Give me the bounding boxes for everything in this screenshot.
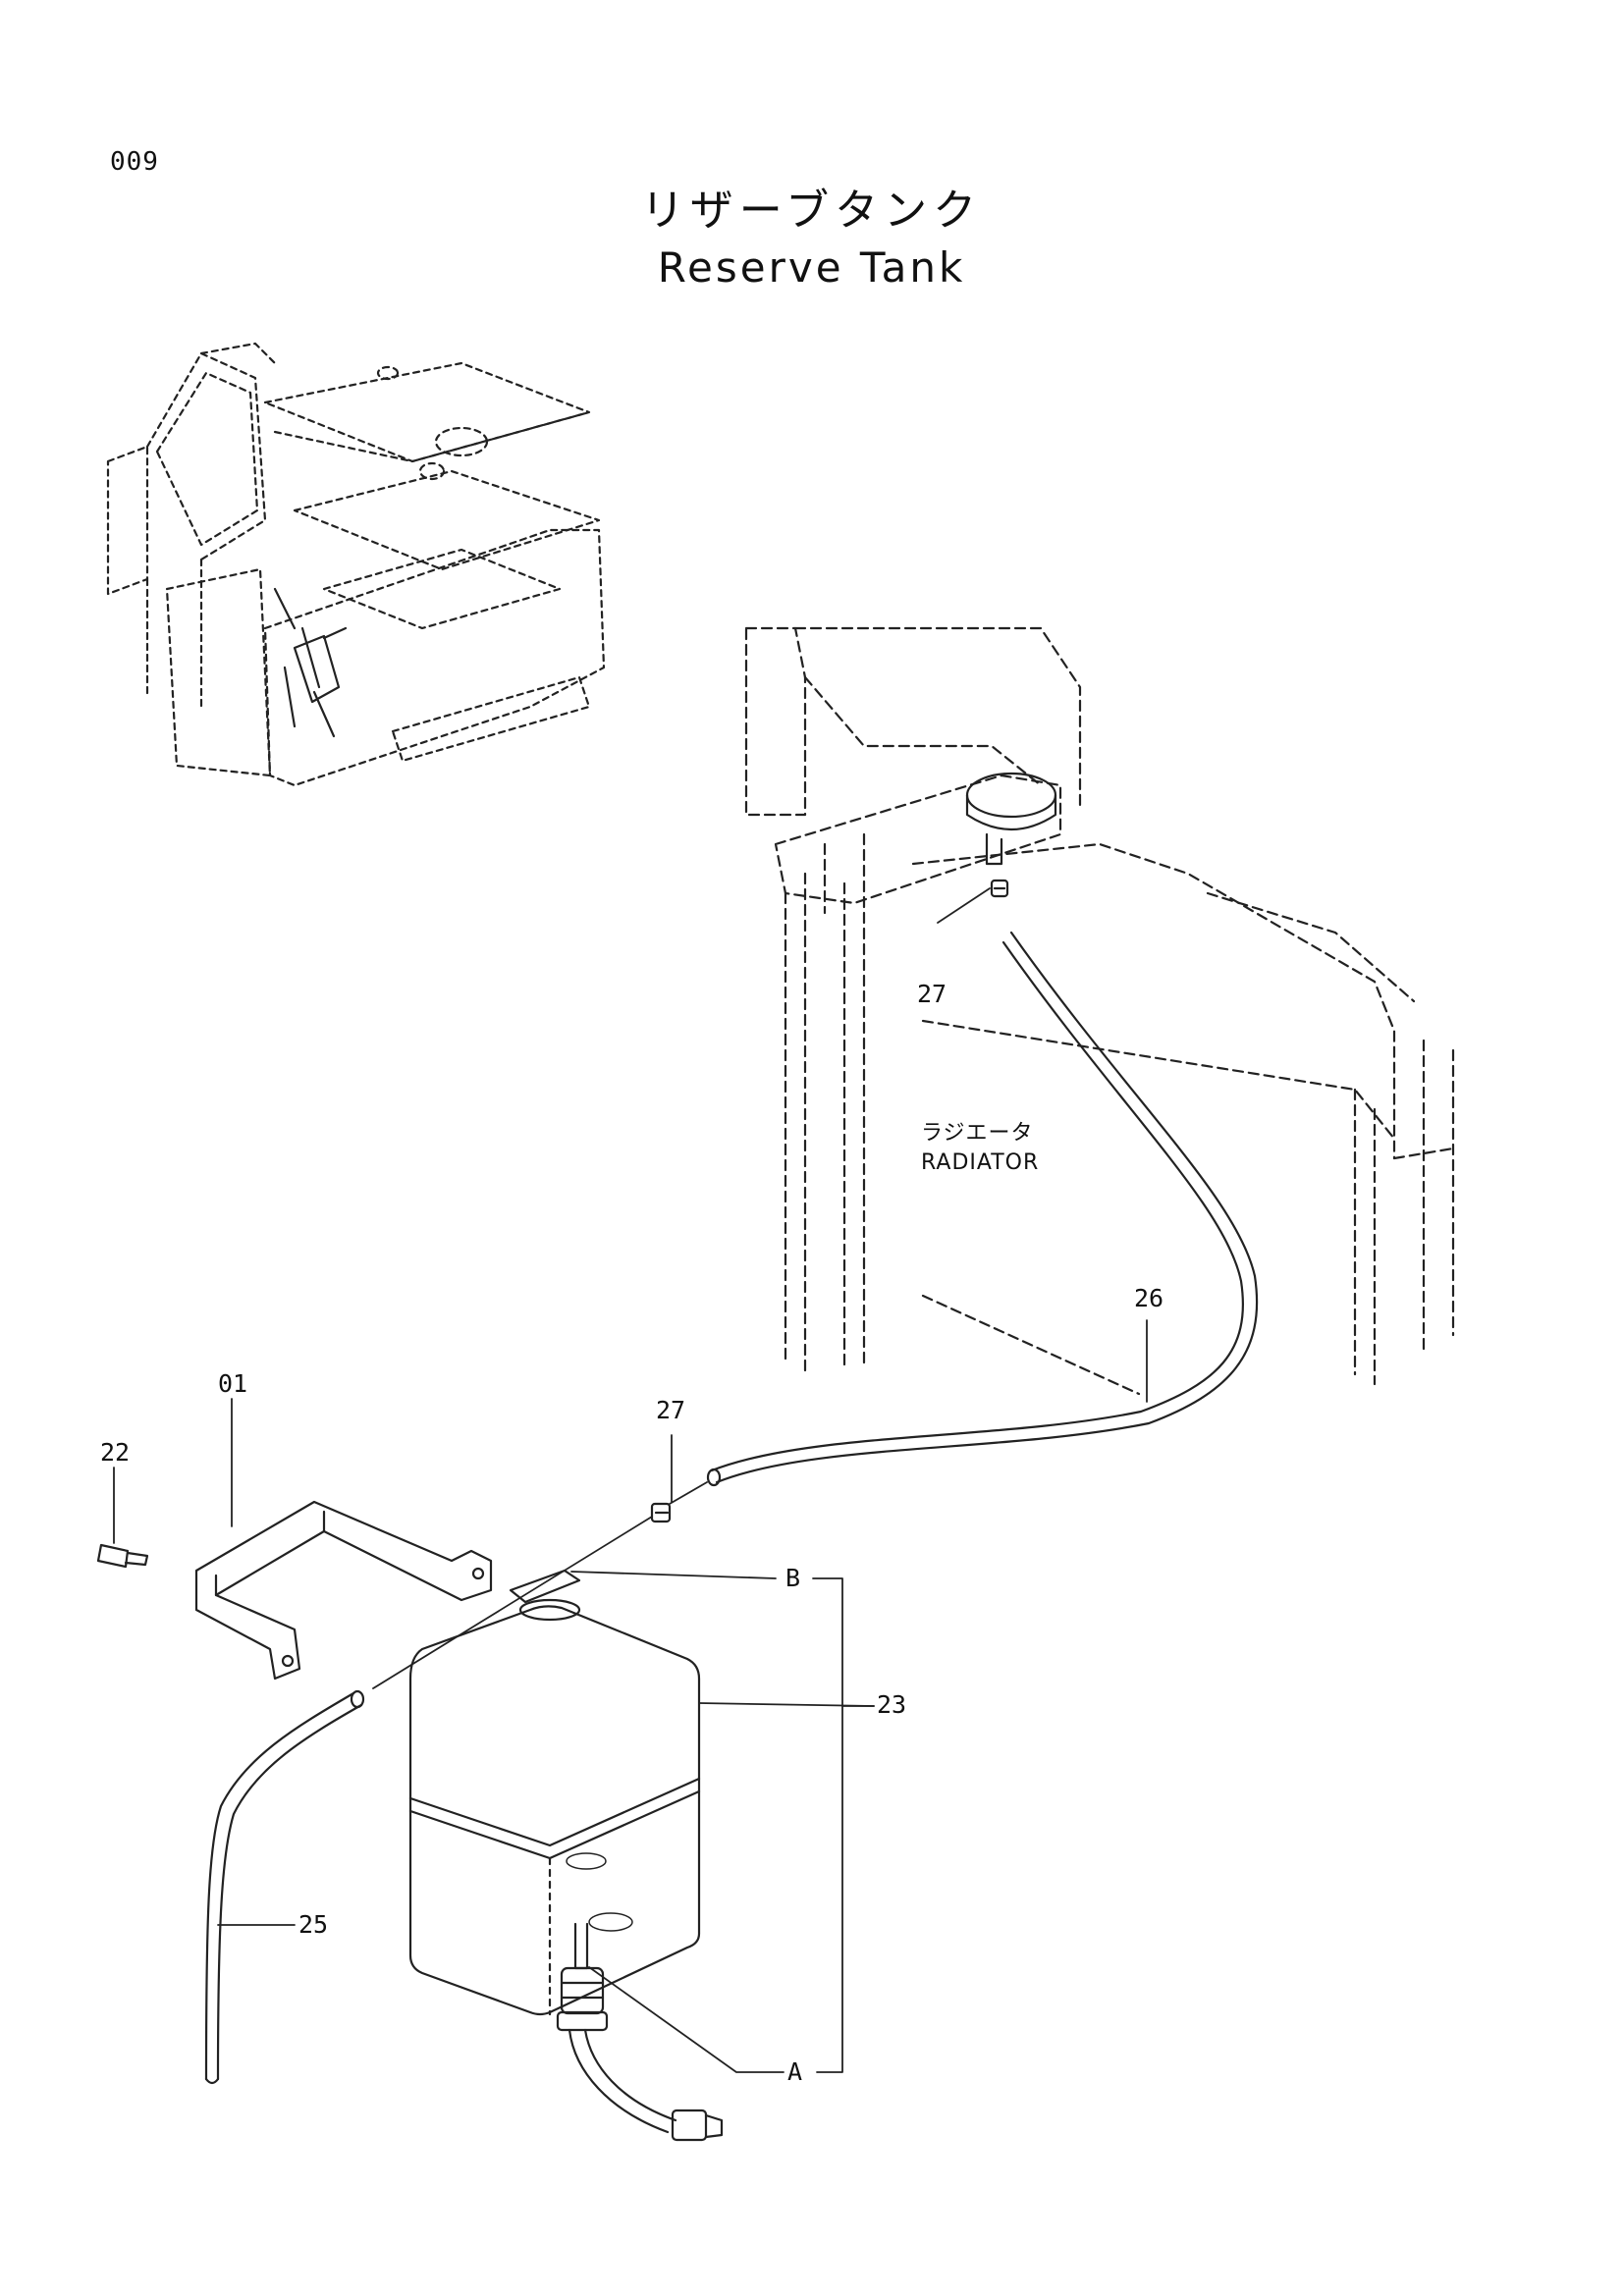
hose-25 xyxy=(204,1689,365,2085)
title-japanese: リザーブタンク xyxy=(640,186,983,236)
callout-23: 23 xyxy=(877,1690,907,1719)
page-number: 009 xyxy=(110,147,159,177)
radiator-label-en: RADIATOR xyxy=(921,1150,1040,1175)
callout-26: 26 xyxy=(1134,1284,1164,1312)
radiator-cap xyxy=(965,772,1057,866)
callout-25: 25 xyxy=(298,1910,329,1939)
level-sensor xyxy=(556,1922,724,2142)
hose-26 xyxy=(706,931,1259,1487)
callout-a: A xyxy=(787,2057,803,2086)
radiator-label-ja: ラジエータ xyxy=(921,1121,1034,1146)
clamp-27-upper xyxy=(990,879,1009,898)
clamp-27-lower xyxy=(650,1502,672,1523)
leader-lines xyxy=(113,887,1148,2073)
machine-overview xyxy=(106,342,606,787)
title-english: Reserve Tank xyxy=(657,243,966,292)
machine-tank-highlight xyxy=(273,587,348,738)
radiator-outline xyxy=(744,626,1455,1396)
radiator-label: ラジエータ RADIATOR xyxy=(921,1119,1039,1178)
callout-27-upper: 27 xyxy=(917,980,947,1008)
bracket-01 xyxy=(194,1500,493,1681)
reserve-tank-23 xyxy=(408,1569,701,2016)
page-title: リザーブタンク Reserve Tank xyxy=(0,182,1623,295)
callout-22: 22 xyxy=(100,1438,131,1467)
callout-01: 01 xyxy=(218,1369,248,1398)
bolt-22 xyxy=(96,1543,149,1569)
callout-b: B xyxy=(785,1564,801,1592)
callout-27-lower: 27 xyxy=(656,1396,686,1424)
